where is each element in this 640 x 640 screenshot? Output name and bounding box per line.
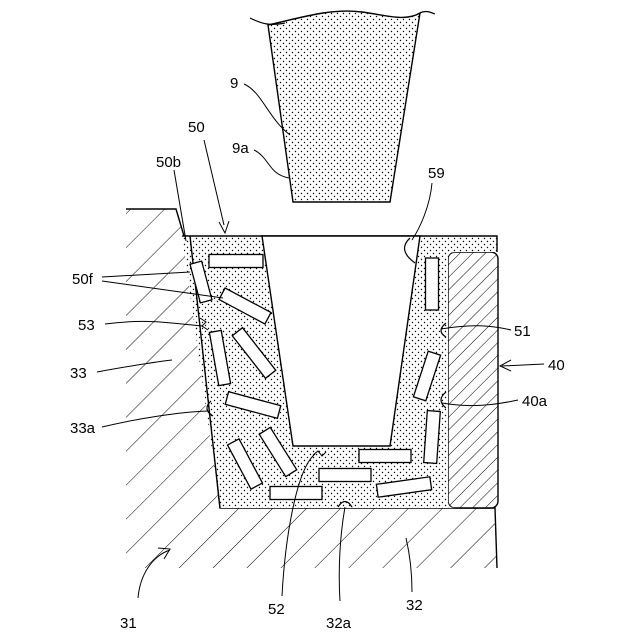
side-member-40 <box>448 252 498 508</box>
label-32a: 32a <box>326 615 352 632</box>
label-59: 59 <box>428 165 445 182</box>
label-53: 53 <box>78 317 95 334</box>
leader-50 <box>204 140 224 225</box>
label-50b: 50b <box>156 154 181 171</box>
label-40: 40 <box>548 357 565 374</box>
fiber <box>319 469 371 482</box>
fiber <box>424 411 441 464</box>
punch-break-line <box>250 18 285 24</box>
leader-9a <box>254 150 289 178</box>
arrow-50 <box>219 221 229 233</box>
label-31: 31 <box>120 615 137 632</box>
label-50f: 50f <box>72 271 94 288</box>
fiber <box>426 258 439 310</box>
label-52: 52 <box>268 601 285 618</box>
fiber <box>359 450 411 463</box>
fiber <box>209 255 263 268</box>
label-32: 32 <box>406 597 423 614</box>
leader-40 <box>502 364 544 366</box>
punch-9 <box>268 11 420 202</box>
label-33: 33 <box>70 365 87 382</box>
label-50: 50 <box>188 119 205 136</box>
punch-break-line-right <box>420 11 435 14</box>
leader-59 <box>412 183 432 240</box>
label-40a: 40a <box>522 393 548 410</box>
label-51: 51 <box>514 323 531 340</box>
label-33a: 33a <box>70 420 96 437</box>
label-9a: 9a <box>232 140 249 157</box>
label-9: 9 <box>230 75 238 92</box>
